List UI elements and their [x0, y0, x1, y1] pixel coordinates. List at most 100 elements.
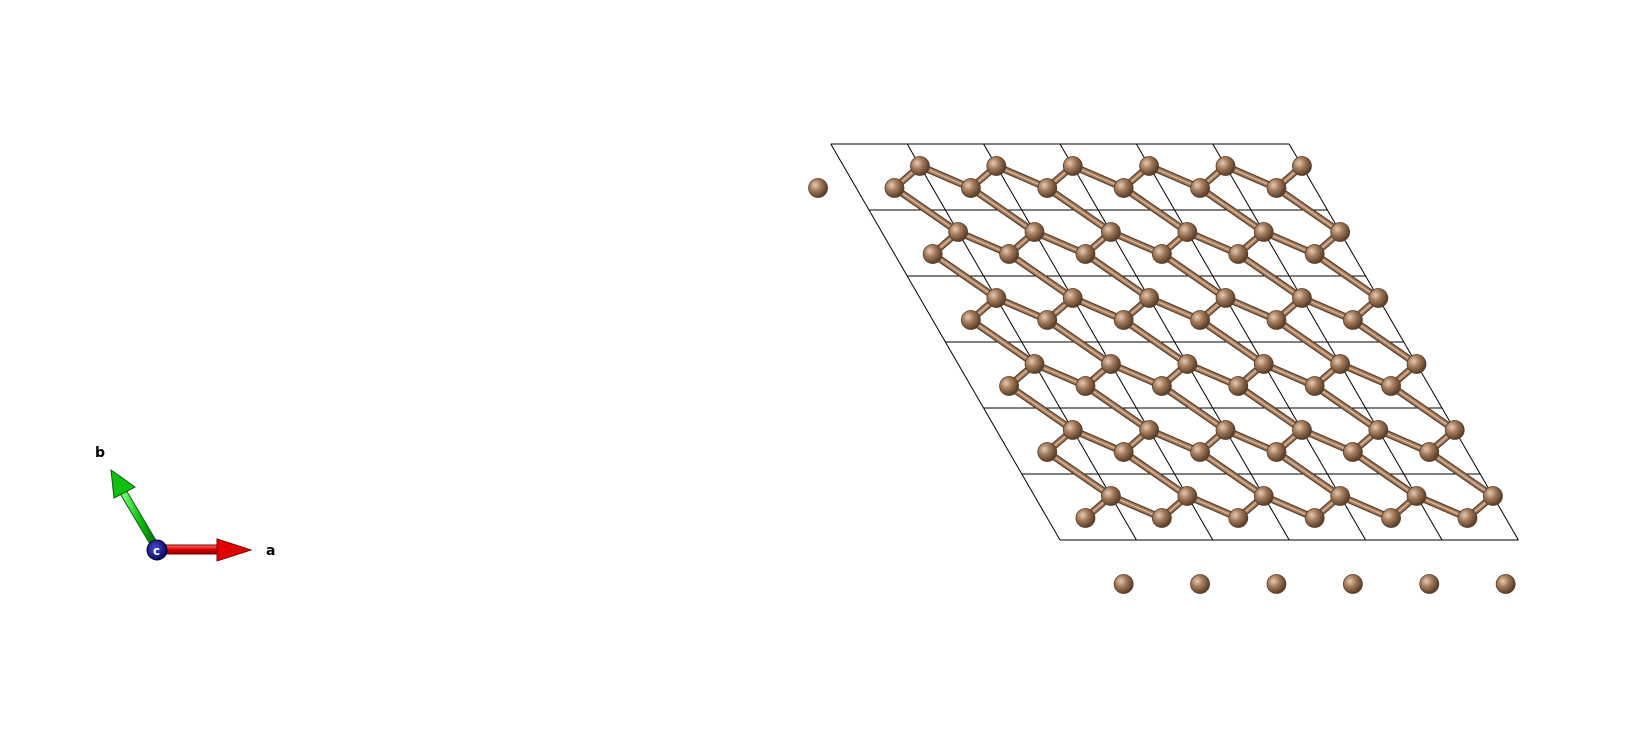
carbon-atom — [960, 310, 981, 330]
bond-highlight — [1123, 187, 1188, 233]
bond-highlight — [1199, 187, 1265, 233]
bond-highlight — [1008, 253, 1074, 299]
carbon-atom — [1139, 156, 1160, 176]
carbon-atom — [1292, 420, 1312, 440]
carbon-atom — [1139, 288, 1160, 308]
bond-highlight — [1008, 385, 1074, 431]
bond-highlight — [1352, 451, 1418, 497]
axis-c-sphere — [146, 539, 168, 561]
carbon-atom — [1062, 288, 1083, 308]
bond-highlight — [970, 319, 1036, 365]
carbon-atom — [1406, 486, 1427, 506]
carbon-atom — [1113, 442, 1134, 462]
carbon-atom — [1266, 442, 1287, 462]
carbon-atom — [1292, 288, 1312, 308]
carbon-atom — [1342, 574, 1363, 594]
bond-highlight — [1237, 253, 1303, 299]
carbon-atom — [1190, 574, 1210, 594]
carbon-atom — [1330, 486, 1351, 506]
carbon-atom — [1253, 486, 1274, 506]
carbon-atom — [1292, 156, 1312, 176]
carbon-atom — [1419, 574, 1440, 594]
carbon-atom — [1215, 288, 1236, 308]
carbon-atom — [1113, 178, 1134, 198]
carbon-atom — [1101, 486, 1121, 506]
carbon-atom — [1266, 574, 1287, 594]
bond-highlight — [1161, 385, 1227, 431]
bond-highlight — [1352, 319, 1418, 365]
carbon-atom — [1368, 420, 1389, 440]
carbon-atom — [1330, 222, 1351, 242]
bond-highlight — [1275, 451, 1341, 497]
carbon-atom — [1304, 244, 1325, 264]
cell-line — [1135, 143, 1367, 541]
carbon-atom — [1253, 354, 1274, 374]
bond-highlight — [1046, 451, 1112, 497]
carbon-atom — [1177, 222, 1198, 242]
bond-highlight — [1237, 385, 1303, 431]
bond-highlight — [1428, 451, 1494, 497]
bond-highlight — [1084, 253, 1150, 299]
bond-highlight — [1199, 451, 1265, 497]
carbon-atom — [1215, 420, 1236, 440]
bond-highlight — [1123, 451, 1188, 497]
bond-highlight — [1199, 319, 1265, 365]
carbon-atom — [1075, 508, 1096, 528]
bond-highlight — [893, 187, 959, 233]
carbon-atom — [1101, 354, 1121, 374]
bond-highlight — [1275, 187, 1341, 233]
cell-line — [830, 143, 1061, 541]
carbon-atom — [1330, 354, 1351, 374]
carbon-atom — [1342, 310, 1363, 330]
bond-highlight — [1123, 319, 1188, 365]
carbon-atom — [1190, 178, 1210, 198]
carbon-atom — [1215, 156, 1236, 176]
cell-line — [1059, 143, 1290, 541]
carbon-atom — [1381, 508, 1401, 528]
axis-a-label: a — [266, 543, 275, 559]
atom-layer — [808, 156, 1516, 594]
carbon-atom — [1177, 354, 1198, 374]
carbon-atom — [948, 222, 969, 242]
bond-highlight — [1046, 187, 1112, 233]
carbon-atom — [1342, 442, 1363, 462]
unit-cell-grid — [830, 143, 1519, 541]
carbon-atom — [1113, 310, 1134, 330]
bond-highlight — [1046, 319, 1112, 365]
carbon-atom — [1037, 310, 1058, 330]
axis-c-label: c — [153, 544, 160, 558]
carbon-atom — [922, 244, 943, 264]
carbon-atom — [1406, 354, 1427, 374]
bond-highlight — [1390, 385, 1456, 431]
cell-line — [1288, 143, 1519, 541]
carbon-atom — [808, 178, 828, 198]
carbon-atom — [1253, 222, 1274, 242]
carbon-atom — [1419, 442, 1440, 462]
carbon-atom — [1151, 244, 1172, 264]
carbon-atom — [1139, 420, 1160, 440]
carbon-atom — [1368, 288, 1389, 308]
carbon-atom — [986, 288, 1007, 308]
carbon-atom — [1075, 376, 1096, 396]
carbon-atom — [1228, 376, 1249, 396]
carbon-atom — [999, 376, 1019, 396]
cell-line — [906, 143, 1137, 541]
bond-highlight — [1314, 253, 1379, 299]
bond-highlight — [1161, 253, 1227, 299]
carbon-atom — [1266, 310, 1287, 330]
carbon-atom — [1304, 376, 1325, 396]
carbon-atom — [1113, 574, 1134, 594]
bond-highlight — [970, 187, 1036, 233]
carbon-atom — [1444, 420, 1465, 440]
bond-highlight — [1275, 319, 1341, 365]
carbon-atom — [1266, 178, 1287, 198]
carbon-atom — [1177, 486, 1198, 506]
bond-highlight — [1314, 385, 1379, 431]
carbon-atom — [1228, 508, 1249, 528]
carbon-atom — [1190, 310, 1210, 330]
carbon-atom — [1024, 222, 1045, 242]
carbon-atom — [1228, 244, 1249, 264]
axis-b-label: b — [95, 445, 105, 461]
carbon-atom — [884, 178, 905, 198]
